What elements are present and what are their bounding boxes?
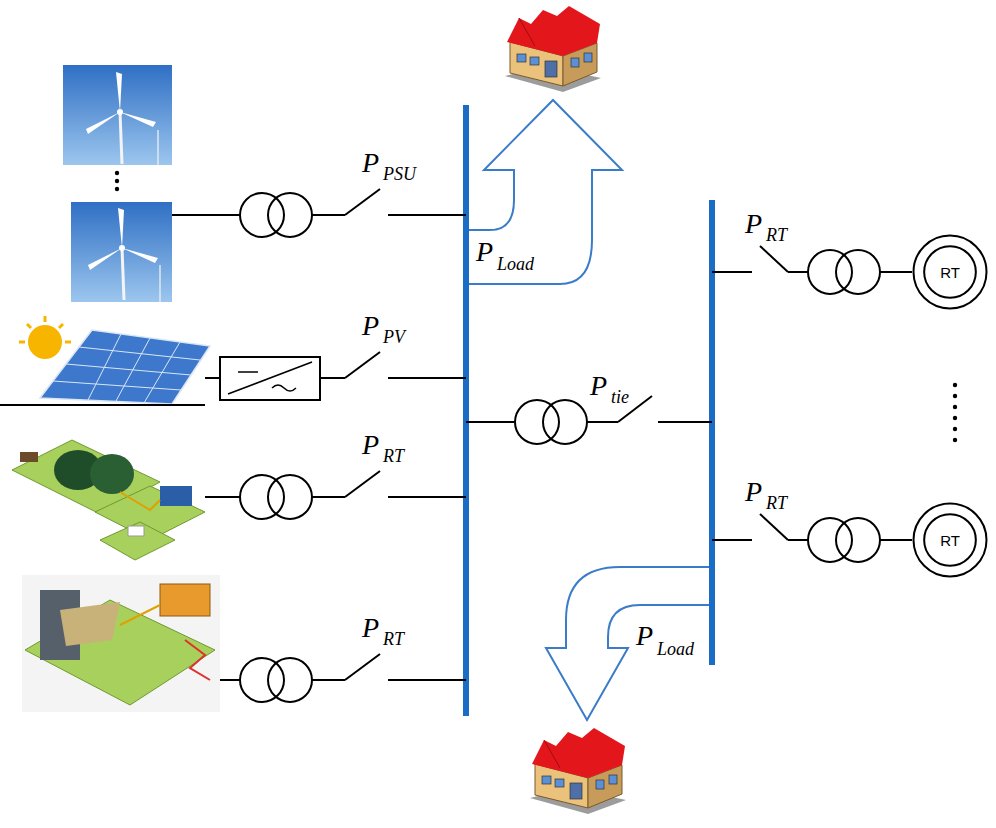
subscript-label: RT: [383, 630, 404, 648]
power-symbol: P: [362, 312, 379, 340]
subscript-label: RT: [766, 494, 787, 512]
biomass-plant-icon: [22, 575, 220, 712]
right-bus: [709, 200, 715, 665]
subscript-label: Load: [657, 640, 694, 658]
biogas-feeder: [205, 471, 466, 519]
wind-turbine-icon: [71, 202, 172, 302]
power-symbol: P: [636, 622, 653, 650]
main-bus: [463, 105, 469, 716]
power-symbol: P: [590, 372, 607, 400]
unit-label: RT: [940, 265, 960, 280]
power-symbol: P: [476, 238, 493, 266]
load-arrow: [469, 100, 622, 284]
subscript-label: Load: [497, 255, 534, 273]
continuation-dots: [953, 383, 957, 442]
rt-feeder: [712, 246, 912, 294]
solar-panel-icon: [0, 316, 210, 405]
rt-unit-circle: RT: [912, 234, 988, 310]
subscript-label: RT: [766, 226, 787, 244]
rt-feeder: [712, 514, 912, 562]
rt-unit-circle: RT: [912, 502, 988, 578]
subscript-label: PV: [383, 328, 405, 346]
load-arrow: [546, 567, 709, 720]
subscript-label: RT: [383, 447, 404, 465]
power-symbol: P: [745, 478, 762, 506]
subscript-label: tie: [611, 388, 629, 406]
subscript-label: PSU: [383, 165, 416, 183]
biogas-plant-icon: [12, 440, 205, 560]
power-symbol: P: [362, 149, 379, 177]
power-symbol: P: [745, 210, 762, 238]
biomass-feeder: [220, 654, 466, 702]
building-icon: [530, 728, 626, 814]
power-symbol: P: [362, 431, 379, 459]
wind-feeder: [172, 189, 466, 237]
pv-feeder: [205, 352, 466, 400]
power-symbol: P: [362, 614, 379, 642]
unit-label: RT: [940, 533, 960, 548]
building-icon: [505, 6, 601, 92]
wind-turbine-icon: [63, 65, 172, 165]
tie-feeder: [466, 396, 712, 444]
